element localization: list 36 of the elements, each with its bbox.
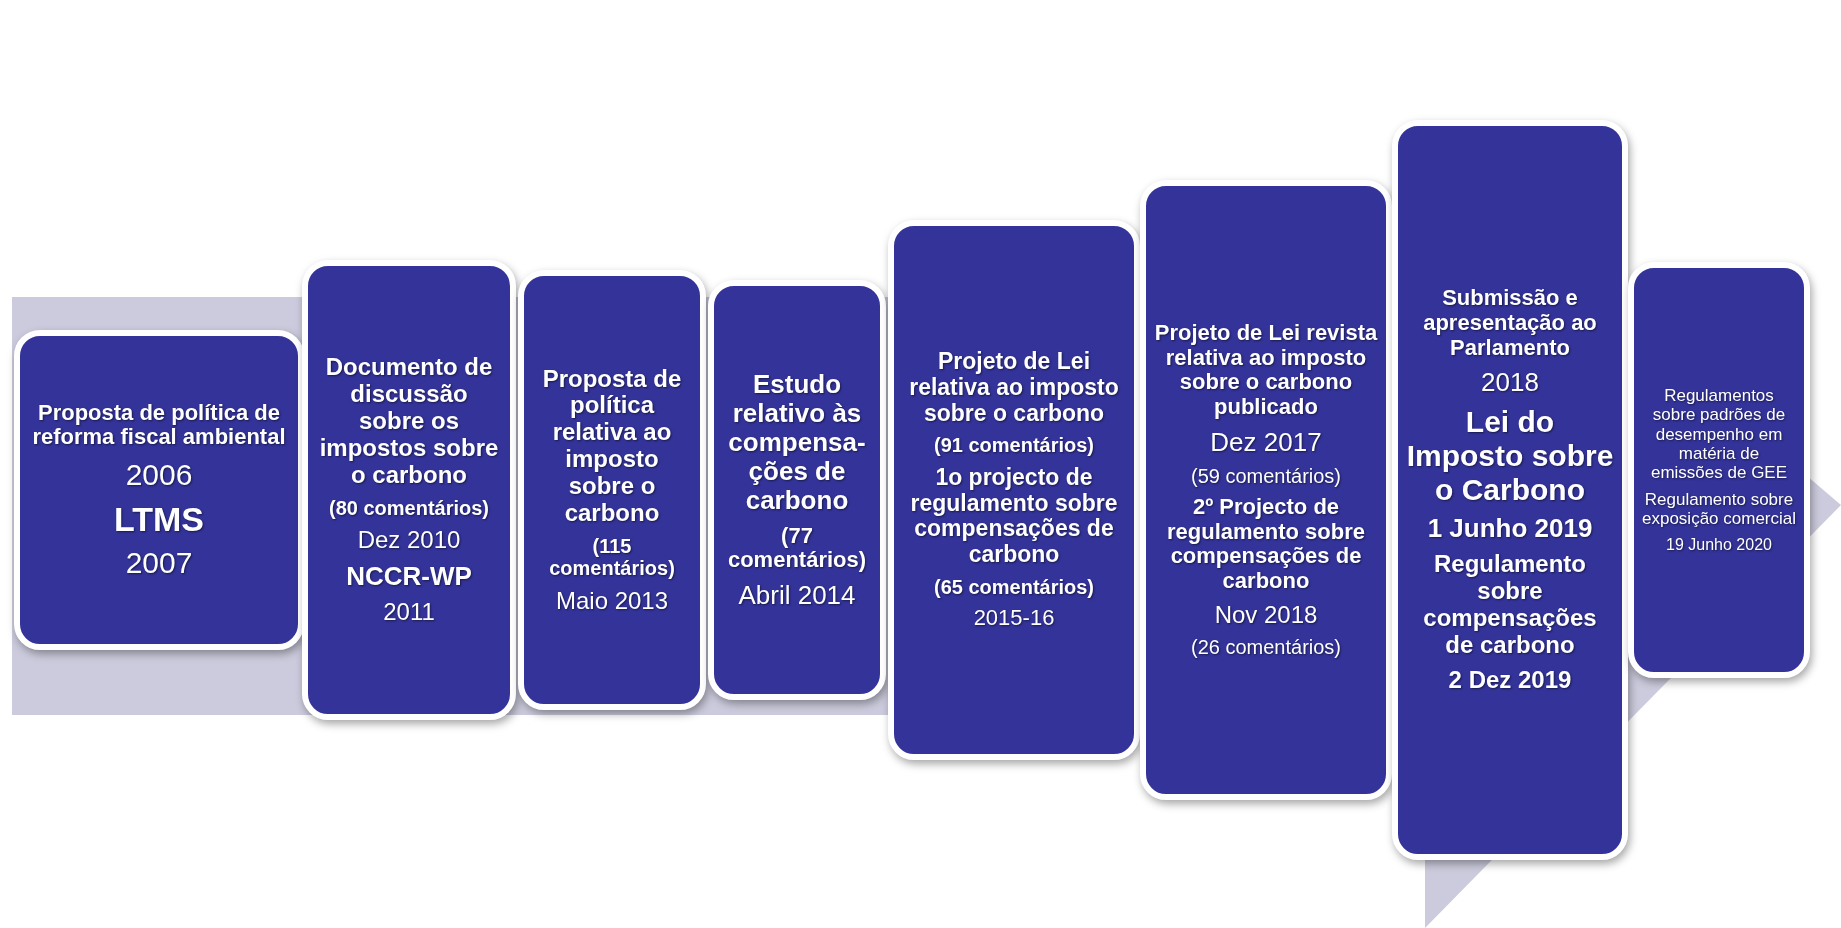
milestone-text: 2 Dez 2019	[1448, 666, 1572, 694]
milestone-text: 1 Junho 2019	[1427, 514, 1593, 544]
milestone-text: (65 comentários)	[933, 575, 1095, 599]
milestone-text: NCCR-WP	[346, 561, 472, 591]
milestone-text: Estudo relativo às compensa-ções de carbono	[727, 370, 867, 516]
milestone-text: 2007	[125, 545, 193, 580]
milestone-text: Proposta de política relativa ao imposto sobre o carbono	[541, 365, 683, 527]
milestone-text: 2011	[383, 598, 435, 626]
milestone-text: Proposta de política de reforma fiscal ambiental	[31, 400, 287, 450]
milestone-text: Documento de discussão sobre os impostos sobre o carbono	[318, 354, 500, 489]
milestone-text: (115 comentários)	[548, 534, 676, 580]
milestone-text: (80 comentários)	[328, 496, 490, 519]
milestone-text: 19 Junho 2020	[1666, 535, 1772, 554]
milestone-text: Regulamento sobre exposição comercial	[1642, 489, 1796, 528]
milestone-box	[14, 330, 304, 650]
milestone-text: Abril 2014	[738, 580, 856, 610]
milestone-text: 2018	[1481, 368, 1539, 398]
milestone-text: Lei do Imposto sobre o Carbono	[1406, 405, 1614, 507]
milestone-text: Maio 2013	[555, 587, 669, 615]
milestone-text: Projeto de Lei relativa ao imposto sobre o carbono	[908, 349, 1120, 427]
milestone-text: Regulamentos sobre padrões de desempenho em matéria de emissões de GEE	[1649, 386, 1789, 482]
milestone-text: 2º Projecto de regulamento sobre compensações de carbono	[1165, 495, 1366, 594]
milestone-text: Submissão e apresentação ao Parlamento	[1422, 286, 1598, 361]
milestone-text: Nov 2018	[1214, 601, 1318, 629]
milestone-text: Projeto de Lei revista relativa ao imposto sobre o carbono publicado	[1154, 321, 1378, 420]
milestone-text: Dez 2017	[1210, 427, 1322, 457]
milestone-text: 2015-16	[973, 606, 1055, 631]
milestone-text: (77 comentários)	[726, 523, 868, 573]
milestone-text: 1o projecto de regulamento sobre compensações de carbono	[909, 464, 1119, 568]
milestone-text: Regulamento sobre compensações de carbono	[1422, 551, 1598, 659]
milestone-text: (91 comentários)	[933, 434, 1095, 457]
milestone-text: 2006	[125, 458, 193, 492]
milestone-text: Dez 2010	[357, 526, 461, 554]
milestone-text: (59 comentários)	[1190, 464, 1342, 488]
milestone-text: (26 comentários)	[1190, 636, 1342, 659]
milestone-text: LTMS	[114, 499, 204, 538]
